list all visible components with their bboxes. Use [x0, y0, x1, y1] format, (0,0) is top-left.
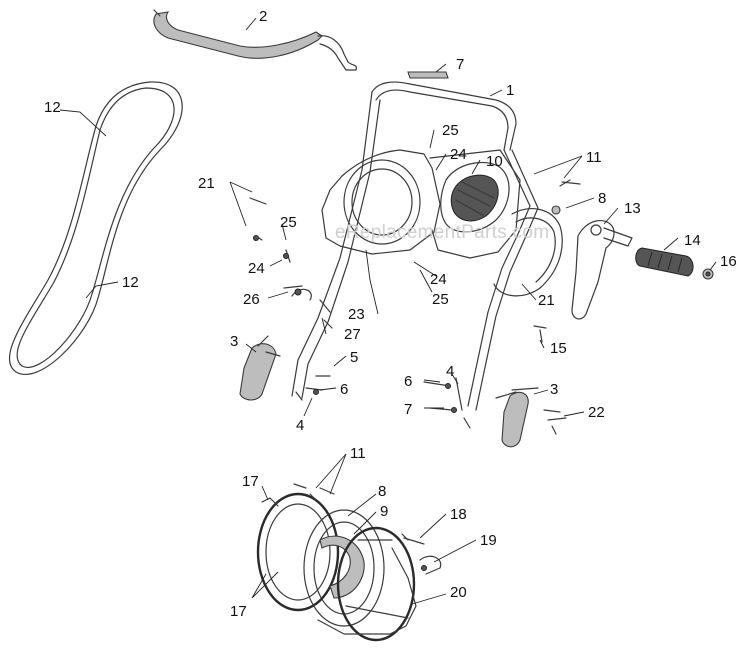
callout-14: 14: [684, 232, 701, 249]
part-2-handle-bar: [153, 9, 357, 71]
callout-15: 15: [550, 340, 567, 357]
callout-24-top: 24: [450, 146, 467, 163]
part-9-17-lower-housing: [256, 492, 417, 642]
callout-11-upper: 11: [586, 149, 602, 166]
part-3-left-lever: [239, 335, 281, 401]
callout-26: 26: [243, 291, 260, 308]
part-11-lower-clips: [293, 483, 335, 501]
part-12-drive-belt: [9, 81, 183, 375]
part-1-handle-frame: [291, 81, 539, 411]
callout-labels: 2 7 1 12 12 25 24 10 11 8 13 14 16 21 25…: [44, 8, 737, 620]
callout-9: 9: [380, 503, 388, 520]
callout-4-right: 4: [446, 363, 454, 380]
callout-12-lower: 12: [122, 274, 139, 291]
callout-18: 18: [450, 506, 467, 523]
callout-13: 13: [624, 200, 641, 217]
callout-6-left: 6: [340, 381, 348, 398]
callout-3-left: 3: [230, 333, 238, 350]
callout-19: 19: [480, 532, 497, 549]
callout-5-left: 5: [350, 349, 358, 366]
callout-24-left: 24: [248, 260, 265, 277]
part-18-spring: [401, 533, 425, 545]
callout-2: 2: [259, 8, 267, 25]
callout-20: 20: [450, 584, 467, 601]
part-14-hand-grip: [635, 247, 694, 277]
callout-16: 16: [720, 253, 737, 270]
callout-17-lower: 17: [230, 603, 247, 620]
callout-24-mid: 24: [430, 271, 447, 288]
callout-5-right: 6: [404, 373, 412, 390]
callout-12-upper: 12: [44, 99, 61, 116]
part-7-grip-pad: [407, 71, 449, 79]
part-19-clip: [419, 555, 442, 575]
fasteners-group: [249, 179, 581, 435]
part-10-gear-cover: [440, 161, 510, 233]
callout-22: 22: [588, 404, 605, 421]
callout-8-upper: 8: [598, 190, 606, 207]
callout-8-lower: 8: [378, 483, 386, 500]
callout-4-left: 4: [296, 417, 304, 434]
part-13-arm-bracket: [571, 219, 633, 320]
callout-6-right: 7: [404, 401, 412, 418]
callout-21-left: 21: [198, 175, 215, 192]
part-8-right-housing: [493, 205, 563, 297]
part-16-knob: [702, 268, 714, 280]
callout-10: 10: [486, 153, 503, 170]
leader-lines: [59, 17, 717, 605]
callout-27: 27: [344, 326, 361, 343]
callout-25-top: 25: [442, 122, 459, 139]
callout-17-upper: 17: [242, 473, 259, 490]
callout-1: 1: [506, 82, 514, 99]
callout-7: 7: [456, 56, 464, 73]
watermark-text: eReplacementParts.com: [335, 222, 549, 243]
part-3-right-lever: [495, 387, 539, 448]
callout-25-mid: 25: [432, 291, 449, 308]
callout-23: 23: [348, 306, 365, 323]
callout-25-left: 25: [280, 214, 297, 231]
callout-3-right: 3: [550, 381, 558, 398]
callout-21-right: 21: [538, 292, 555, 309]
callout-11-lower: 11: [350, 445, 366, 462]
